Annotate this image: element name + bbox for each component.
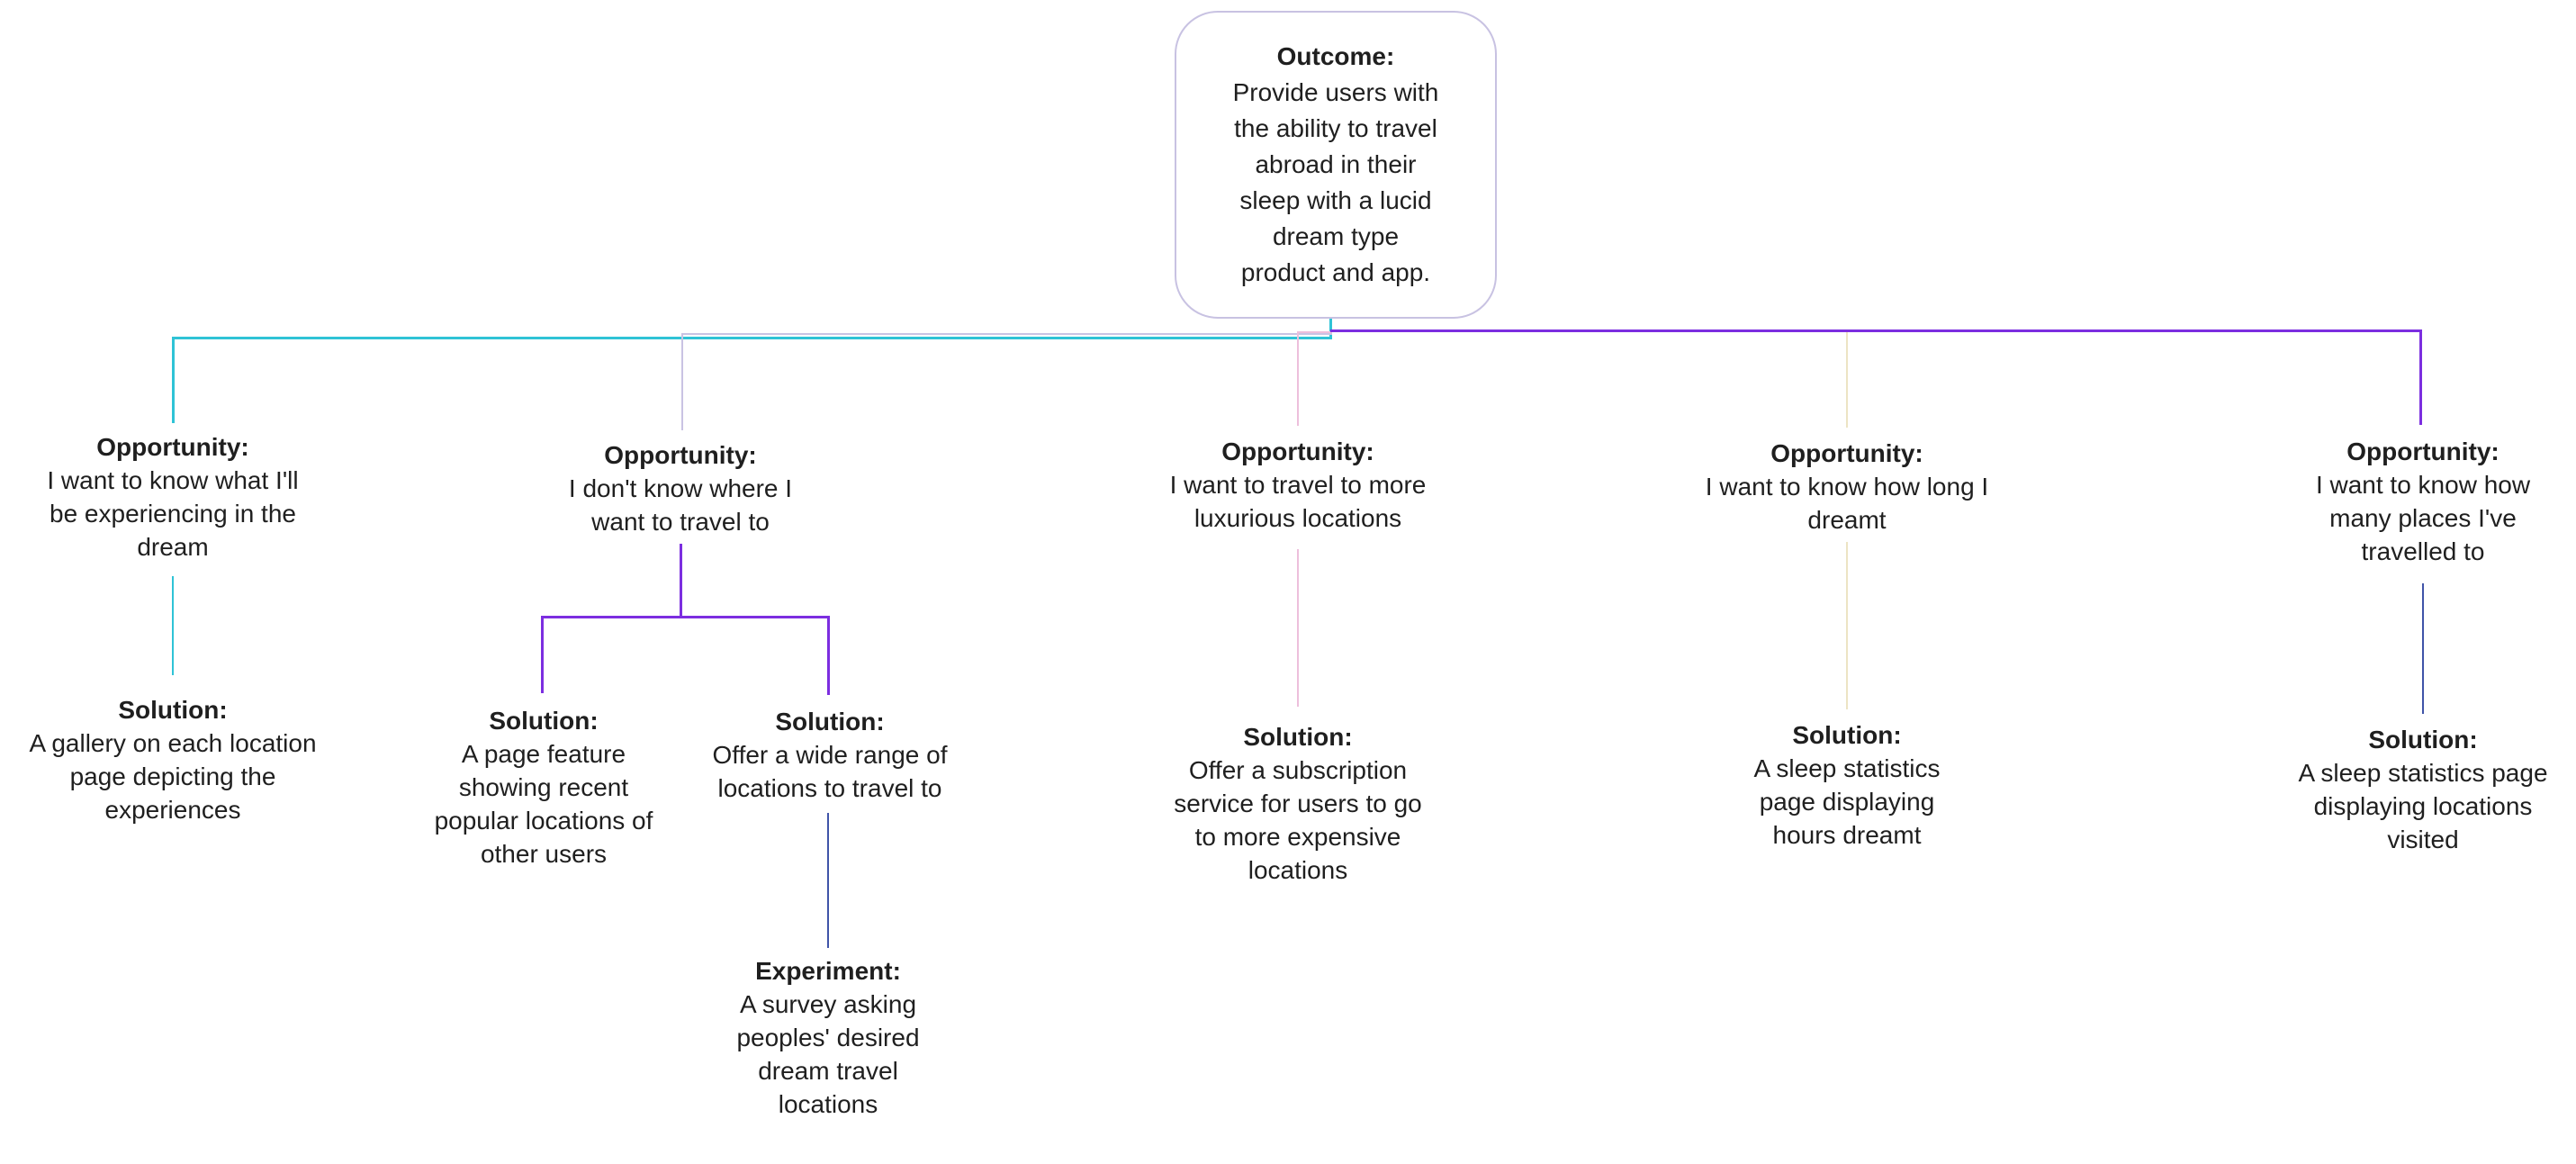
opportunity-2-header: Opportunity: bbox=[604, 441, 757, 469]
connector-trunk-left-lavender bbox=[681, 333, 1332, 335]
connector-branch-horizontal bbox=[542, 616, 829, 618]
connector-drop-opportunity-3 bbox=[1297, 331, 1299, 426]
solution-2a-header: Solution: bbox=[489, 707, 599, 735]
solution-3-header: Solution: bbox=[1243, 723, 1353, 751]
outcome-body: Provide users with the ability to travel… bbox=[1232, 78, 1439, 286]
solution-5-body: A sleep statistics page displaying locat… bbox=[2298, 759, 2548, 853]
connector-drop-opportunity-2 bbox=[681, 333, 683, 430]
connector-opportunity5-solution6 bbox=[2422, 583, 2424, 714]
opportunity-node-2[interactable]: Opportunity: I don't know where I want t… bbox=[536, 438, 824, 538]
connector-trunk-right-purple bbox=[1330, 329, 2422, 332]
connector-opportunity4-solution5 bbox=[1846, 542, 1848, 709]
connector-opportunity1-solution1 bbox=[172, 576, 174, 675]
solution-1-header: Solution: bbox=[118, 696, 228, 724]
solution-2a-body: A page feature showing recent popular lo… bbox=[434, 740, 653, 868]
connector-drop-opportunity-1 bbox=[172, 337, 175, 423]
solution-node-2b[interactable]: Solution: Offer a wide range of location… bbox=[686, 705, 974, 805]
experiment-body: A survey asking peoples' desired dream t… bbox=[736, 990, 920, 1118]
solution-3-body: Offer a subscription service for users t… bbox=[1174, 756, 1422, 884]
opportunity-4-header: Opportunity: bbox=[1770, 439, 1923, 467]
connector-drop-solution-2a bbox=[541, 616, 544, 693]
solution-node-3[interactable]: Solution: Offer a subscription service f… bbox=[1154, 720, 1442, 887]
opportunity-node-4[interactable]: Opportunity: I want to know how long I d… bbox=[1685, 437, 2009, 537]
connector-opportunity2-branch bbox=[680, 544, 682, 618]
connector-drop-opportunity-5 bbox=[2419, 329, 2422, 425]
opportunity-2-body: I don't know where I want to travel to bbox=[568, 474, 793, 536]
opportunity-node-1[interactable]: Opportunity: I want to know what I'll be… bbox=[11, 430, 335, 564]
connector-drop-solution-2b bbox=[827, 616, 830, 695]
solution-2b-header: Solution: bbox=[775, 708, 885, 735]
opportunity-node-3[interactable]: Opportunity: I want to travel to more lu… bbox=[1145, 435, 1451, 535]
experiment-header: Experiment: bbox=[755, 957, 901, 985]
solution-node-2a[interactable]: Solution: A page feature showing recent … bbox=[409, 704, 679, 871]
solution-4-body: A sleep statistics page displaying hours… bbox=[1753, 754, 1941, 849]
opportunity-5-body: I want to know how many places I've trav… bbox=[2315, 471, 2531, 565]
connector-opportunity3-solution4 bbox=[1297, 549, 1299, 707]
connector-outcome-stub bbox=[1329, 318, 1332, 338]
outcome-header: Outcome: bbox=[1276, 42, 1395, 70]
connector-drop-opportunity-4 bbox=[1846, 332, 1848, 428]
opportunity-1-header: Opportunity: bbox=[96, 433, 249, 461]
solution-5-header: Solution: bbox=[2368, 726, 2478, 753]
solution-2b-body: Offer a wide range of locations to trave… bbox=[712, 741, 948, 802]
connector-trunk-left-teal bbox=[173, 337, 1332, 339]
connector-trunk-pink bbox=[1298, 331, 1332, 333]
solution-4-header: Solution: bbox=[1792, 721, 1902, 749]
opportunity-5-header: Opportunity: bbox=[2346, 438, 2499, 465]
opportunity-1-body: I want to know what I'll be experiencing… bbox=[47, 466, 299, 561]
opportunity-4-body: I want to know how long I dreamt bbox=[1705, 473, 1989, 534]
connector-solution2b-experiment bbox=[827, 813, 829, 948]
solution-node-5[interactable]: Solution: A sleep statistics page displa… bbox=[2274, 723, 2571, 856]
experiment-node[interactable]: Experiment: A survey asking peoples' des… bbox=[693, 954, 963, 1121]
opportunity-node-5[interactable]: Opportunity: I want to know how many pla… bbox=[2288, 435, 2558, 568]
solution-node-4[interactable]: Solution: A sleep statistics page displa… bbox=[1721, 718, 1973, 852]
opportunity-3-body: I want to travel to more luxurious locat… bbox=[1169, 471, 1427, 532]
solution-1-body: A gallery on each location page depictin… bbox=[29, 729, 317, 824]
outcome-node[interactable]: Outcome: Provide users with the ability … bbox=[1175, 11, 1497, 319]
solution-node-1[interactable]: Solution: A gallery on each location pag… bbox=[11, 693, 335, 826]
opportunity-3-header: Opportunity: bbox=[1221, 438, 1374, 465]
